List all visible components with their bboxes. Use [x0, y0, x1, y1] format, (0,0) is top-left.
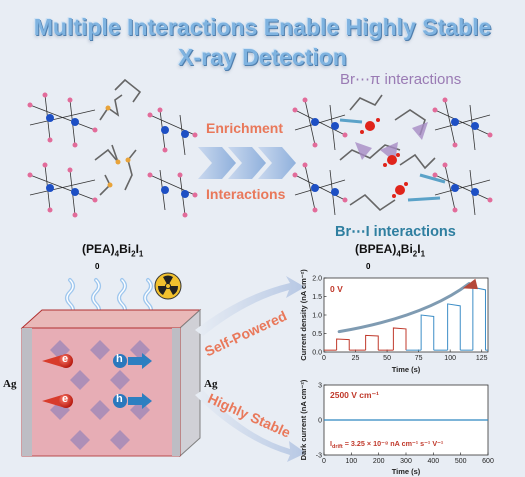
detector-device — [20, 308, 202, 458]
chart1-ytick-label: 1.5 — [312, 294, 322, 301]
chart1-pulse — [392, 327, 407, 351]
chart2-annotation-drift: Idrift = 3.25 × 10⁻⁸ nA cm⁻¹ s⁻¹ V⁻¹ — [330, 439, 444, 450]
bpea-crystal-structure — [294, 94, 491, 216]
chart2-xtick-label: 400 — [427, 458, 439, 465]
chart1-xtick-label: 125 — [476, 355, 488, 362]
chart1-xlabel: Time (s) — [392, 365, 421, 374]
chart2-annotation: 2500 V cm⁻¹ — [330, 390, 379, 400]
chart1-ytick-label: 0.0 — [312, 349, 322, 356]
chart1-trend-arrow — [337, 282, 471, 334]
enrichment-chevrons — [198, 147, 296, 179]
octahedra-left-bottom — [29, 164, 96, 216]
chart1-xtick-label: 0 — [322, 355, 326, 362]
ag-electrode-left: Ag — [3, 378, 17, 390]
chart1-xtick-label: 75 — [415, 355, 423, 362]
chart2-ytick-label: -3 — [316, 452, 322, 459]
chart1-annotation: 0 V — [330, 284, 343, 294]
chart1-pulse — [336, 338, 350, 351]
chart1-pulse — [365, 334, 379, 351]
chart2-xlabel: Time (s) — [392, 467, 421, 476]
chart1-ytick-label: 1.0 — [312, 312, 322, 319]
hole-label-1: h — [116, 353, 123, 365]
pea-formula-subscript: 0 — [95, 262, 100, 271]
chart1-ylabel: Current density (nA cm⁻²) — [299, 269, 308, 361]
hole-label-2: h — [116, 393, 123, 405]
chart1-pulse — [420, 314, 435, 351]
chart2-xtick-label: 200 — [373, 458, 385, 465]
page-title: Multiple Interactions Enable Highly Stab… — [33, 14, 492, 70]
chart1-ytick-label: 2.0 — [312, 275, 322, 282]
self-powered-swoosh — [195, 276, 305, 336]
chart1-xtick-label: 100 — [444, 355, 456, 362]
br-pi-label: Br⋯π interactions — [340, 71, 462, 88]
chart2-xtick-label: 300 — [400, 458, 412, 465]
pea-atoms — [27, 92, 198, 218]
pea-formula: (PEA)4Bi2I1 — [82, 242, 144, 259]
chart1-xtick-label: 25 — [352, 355, 360, 362]
electron-label-1: e — [62, 353, 69, 365]
chart2-ytick-label: 3 — [318, 382, 322, 389]
chart1-trend-arrowhead — [462, 278, 478, 290]
bpea-formula-subscript: 0 — [366, 262, 371, 271]
chart2-ylabel: Dark current (nA cm⁻²) — [299, 379, 308, 460]
br-i-label: Br⋯I interactions — [335, 224, 456, 240]
electron-particle-2 — [59, 394, 73, 408]
chart2-xtick-label: 600 — [482, 458, 494, 465]
chart1-ytick-label: 0.5 — [312, 331, 322, 338]
bpea-atoms — [292, 97, 493, 213]
chart-photocurrent: 0 25 50 75 100 125 0.0 0.5 1.0 1.5 2.0 Time (s) Cu… — [299, 269, 489, 374]
pea-crystal-structure — [29, 78, 196, 216]
chart2-xtick-label: 0 — [322, 458, 326, 465]
electron-particle-1 — [59, 354, 73, 368]
highly-stable-swoosh — [195, 390, 306, 462]
chart1-xtick-label: 50 — [383, 355, 391, 362]
chart1-pulse — [472, 286, 486, 351]
octahedra-left-top — [29, 94, 96, 146]
chart2-xtick-label: 100 — [345, 458, 357, 465]
chart2-xtick-label: 500 — [455, 458, 467, 465]
enrichment-label: Enrichment — [206, 120, 284, 136]
chart1-pulse — [447, 303, 461, 351]
chart2-ytick-label: 0 — [318, 417, 322, 424]
ag-electrode-right: Ag — [204, 378, 218, 390]
bpea-formula: (BPEA)4Bi2I1 — [355, 242, 426, 259]
hole-particle-1 — [113, 354, 127, 368]
electron-label-2: e — [62, 393, 69, 405]
radiation-icon — [154, 272, 182, 300]
interactions-label: Interactions — [206, 186, 286, 202]
hole-particle-2 — [113, 394, 127, 408]
